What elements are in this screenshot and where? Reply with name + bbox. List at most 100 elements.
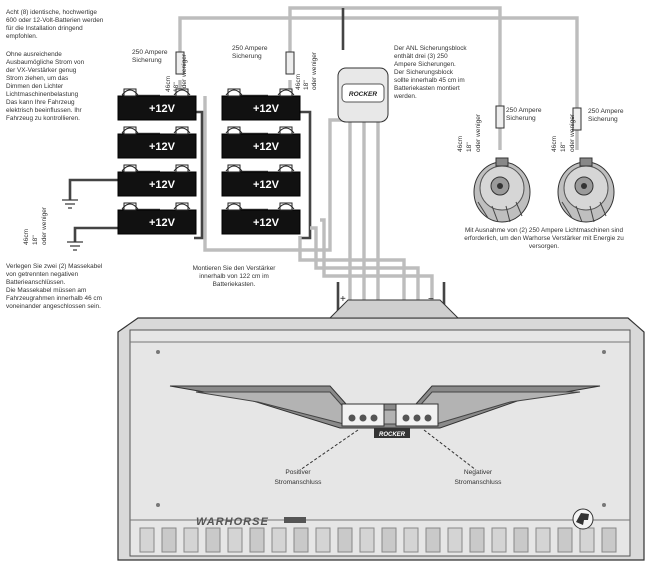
note-dimming-line: elektrisch beeinflussen. Ihr [6, 107, 83, 114]
fuse-4: 250 Ampere Sicherung [572, 107, 624, 131]
note-alternators: Mit Ausnahme von (2) 250 Ampere Lichtmas… [464, 227, 624, 250]
note-alt-line: Mit Ausnahme von (2) 250 Ampere Lichtmas… [465, 227, 624, 234]
plus-sign: + [340, 294, 346, 305]
anl-fuse-block: ROCKER [337, 67, 389, 123]
distance-inch-2: 18" [303, 80, 310, 90]
distance-callout-ground: 46cm 18" oder weniger [23, 206, 48, 245]
amplifier: ROCKER WARHORSE [117, 299, 645, 561]
alternator-2 [557, 157, 615, 223]
battery-1: +12V [117, 88, 197, 121]
heatsink-fin [271, 527, 287, 553]
note-block-line: Batteriekasten montiert [394, 85, 460, 92]
fuse-2: 250 Ampere Sicherung [232, 45, 295, 75]
note-alt-line: versorgen. [529, 243, 559, 250]
distance-cm-2: 46cm [295, 73, 302, 90]
battery-7-voltage: +12V [253, 179, 280, 191]
battery-negative-bus [194, 110, 312, 240]
fuse-4-label-line2: Sicherung [588, 116, 618, 123]
battery-bank: +12V +12V +12V +12V +12V +12V +12V +12V [117, 88, 301, 235]
distance-cm-5: 46cm [23, 228, 30, 245]
negative-terminal-label-2: Stromanschluss [455, 479, 503, 486]
heatsink-fin [139, 527, 155, 553]
fuse-block-brand: ROCKER [349, 91, 377, 98]
note-dimming-line: der VX-Verstärker genug [6, 67, 77, 74]
heatsink-fin [337, 527, 353, 553]
distance-callout-fuse-1: 46cm 18" oder weniger [165, 53, 188, 92]
alternator-1 [473, 157, 531, 223]
battery-7: +12V [221, 164, 301, 197]
note-mount-line: Batteriekasten. [213, 281, 256, 288]
distance-less-3: oder weniger [475, 113, 482, 152]
note-top-left-line: 600 oder 12-Volt-Batterien werden [6, 17, 104, 24]
battery-6-voltage: +12V [253, 141, 280, 153]
positive-wire-alternator-1 [288, 6, 502, 150]
battery-4-voltage: +12V [149, 217, 176, 229]
battery-5-voltage: +12V [253, 103, 280, 115]
heatsink-fin [205, 527, 221, 553]
note-ground-line: Verlegen Sie zwei (2) Massekabel [6, 263, 102, 270]
note-ground-line: von getrennten negativen [6, 271, 79, 278]
heatsink-fin [557, 527, 573, 553]
heatsink-fin [403, 527, 419, 553]
distance-cm-4: 46cm [551, 135, 558, 152]
heatsink-fin [601, 527, 617, 553]
battery-5: +12V [221, 88, 301, 121]
battery-2-voltage: +12V [149, 141, 176, 153]
distance-callout-alt-1: 46cm 18" oder weniger [457, 113, 482, 152]
note-block-line: Der Sicherungsblock [394, 69, 454, 76]
battery-3: +12V [117, 164, 197, 197]
note-ground-line: Fahrzeugrahmen innerhalb 46 cm [6, 295, 102, 302]
heatsink-fin [293, 527, 309, 553]
note-ground-line: voneinander angeschlossen sein. [6, 303, 101, 310]
battery-6: +12V [221, 126, 301, 159]
heatsink-fin [469, 527, 485, 553]
note-top-left-line: empfohlen. [6, 33, 38, 40]
heatsink-fin [359, 527, 375, 553]
ground-symbol-2 [67, 241, 83, 251]
note-dimming-line: Fahrzeug zu kontrollieren. [6, 115, 80, 122]
heatsink-fin [513, 527, 529, 553]
distance-less-2: oder weniger [311, 51, 318, 90]
minus-sign: − [428, 294, 434, 305]
heatsink-fin [249, 527, 265, 553]
ground-wire-2 [73, 226, 118, 242]
note-dimming-line: Das kann Ihre Fahrzeug [6, 99, 75, 106]
distance-inch-3: 18" [466, 142, 473, 152]
heatsink-fin [183, 527, 199, 553]
distance-less-1: oder weniger [181, 53, 188, 92]
fuse-1-label-line2: Sicherung [132, 57, 162, 64]
horse-emblem-icon [572, 508, 594, 530]
note-dimming-line: Strom ziehen, um das [6, 75, 68, 82]
note-dimming-line: Lichtmaschinenbelastung [6, 91, 79, 98]
note-mount-line: innerhalb von 122 cm im [199, 273, 269, 280]
battery-8: +12V [221, 202, 301, 235]
note-block-line: enthält drei (3) 250 [394, 53, 448, 60]
amp-brand-logo: WARHORSE [196, 516, 269, 528]
note-alt-line: erforderlich, um den Warhorse Verstärker… [464, 235, 624, 242]
note-mount-line: Montieren Sie den Verstärker [193, 265, 277, 272]
distance-inch-1: 18" [173, 82, 180, 92]
distance-inch-5: 18" [32, 235, 39, 245]
note-ground-line: Die Massekabel müssen am [6, 287, 86, 294]
note-top-left-line: Acht (8) identische, hochwertige [6, 9, 97, 16]
heatsink-fin [227, 527, 243, 553]
heatsink-fin [425, 527, 441, 553]
note-block-line: Ampere Sicherungen. [394, 61, 456, 68]
fuse-3-label-line1: 250 Ampere [506, 107, 542, 114]
distance-callout-fuse-2: 46cm 18" oder weniger [295, 51, 318, 90]
note-dimming-line: Ausbaumögliche Strom von [6, 59, 85, 66]
note-block-line: Der ANL Sicherungsblock [394, 45, 467, 52]
battery-2: +12V [117, 126, 197, 159]
distance-callout-alt-2: 46cm 18" oder weniger [551, 113, 576, 152]
fuse-4-label-line1: 250 Ampere [588, 108, 624, 115]
battery-8-voltage: +12V [253, 217, 280, 229]
fuse-1: 250 Ampere Sicherung [132, 49, 185, 75]
heatsink-fin [161, 527, 177, 553]
ground-wire-1 [68, 178, 118, 200]
